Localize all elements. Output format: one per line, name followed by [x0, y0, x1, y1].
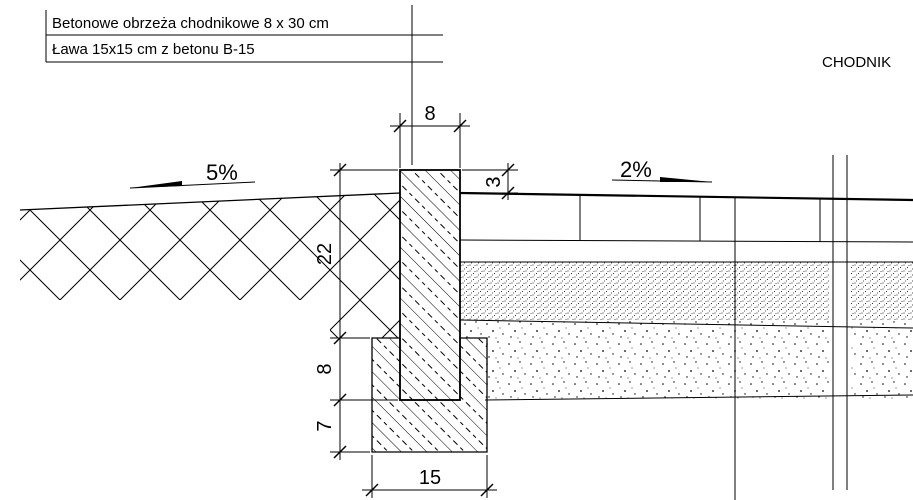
dim-reveal-label: 3 — [483, 176, 505, 187]
dim-reveal: 3 — [462, 163, 518, 200]
slope-arrow-left: 5% — [129, 160, 256, 189]
terrain-line — [19, 192, 401, 211]
slope-left-label: 5% — [206, 160, 238, 185]
dim-bench-width: 15 — [362, 455, 497, 498]
concrete-curb — [399, 169, 461, 401]
legend-line-1: Betonowe obrzeża chodnikowe 8 x 30 cm — [52, 15, 329, 32]
dim-curb-width-label: 8 — [424, 103, 435, 125]
break-symbol — [832, 155, 848, 490]
paving-surface — [459, 191, 913, 202]
dim-bench-width-label: 15 — [419, 467, 441, 489]
dim-curb-width: 8 — [390, 103, 470, 168]
legend-line-2: Ława 15x15 cm z betonu B-15 — [52, 41, 255, 58]
dim-vertical-chain: 22 8 7 — [314, 163, 398, 460]
legend-table: Betonowe obrzeża chodnikowe 8 x 30 cm Ła… — [45, 5, 443, 165]
dim-embed-depth-label: 22 — [314, 243, 336, 265]
slope-arrow-right: 2% — [611, 157, 713, 183]
dim-bench-lower-label: 7 — [314, 420, 336, 431]
dim-bench-upper-label: 8 — [314, 363, 336, 374]
slope-right-label: 2% — [620, 157, 652, 182]
soil-left — [20, 193, 400, 338]
area-label: CHODNIK — [822, 54, 891, 71]
